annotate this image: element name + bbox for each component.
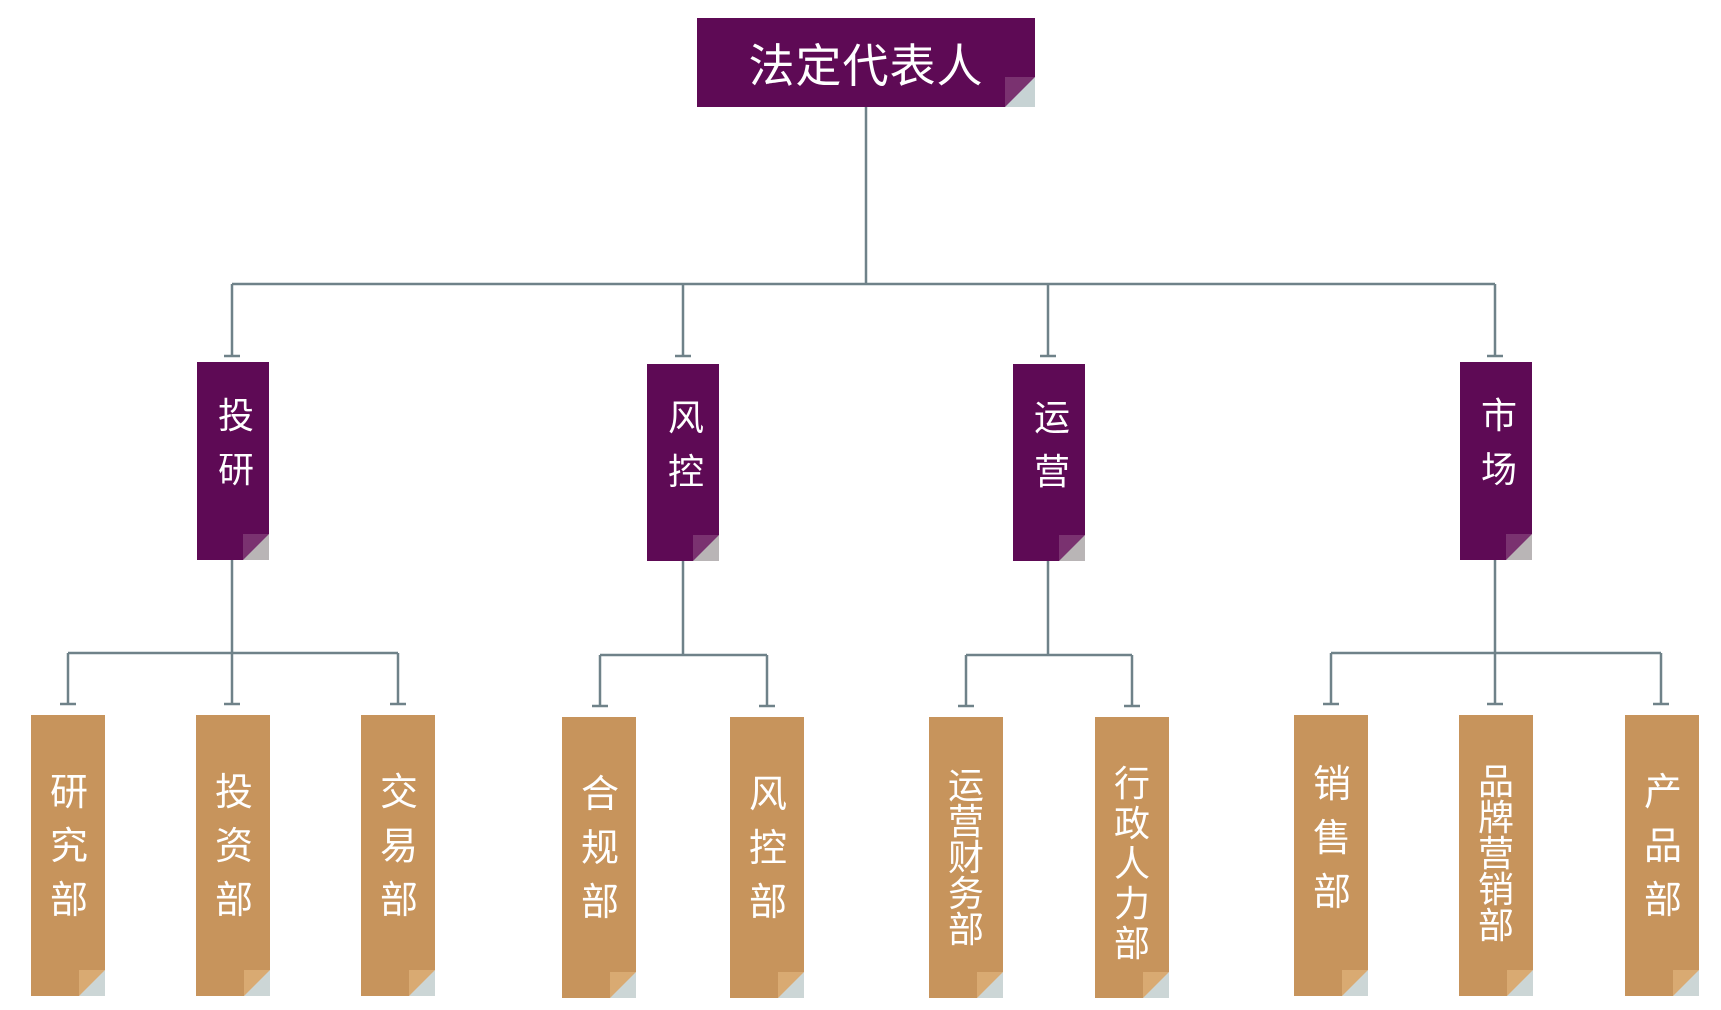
folded-corner: [243, 534, 269, 560]
folded-corner: [977, 972, 1003, 998]
folded-corner: [244, 970, 270, 996]
department-node: 运营财务部: [929, 717, 1003, 998]
department-node: 风控部: [730, 717, 804, 998]
folded-corner: [1673, 970, 1699, 996]
folded-corner: [1342, 970, 1368, 996]
department-node: 交易部: [361, 715, 435, 996]
department-label: 行政人力部: [1113, 764, 1150, 965]
department-node: 销售部: [1294, 715, 1368, 996]
division-label: 风控: [668, 398, 705, 493]
department-label: 品牌营销部: [1477, 762, 1514, 947]
department-label: 投资部: [215, 770, 254, 922]
department-label: 风控部: [749, 772, 788, 924]
department-node: 行政人力部: [1095, 717, 1169, 998]
division-node-yunying: 运营: [1013, 364, 1085, 561]
department-node: 品牌营销部: [1459, 715, 1533, 996]
department-node: 产品部: [1625, 715, 1699, 996]
department-node: 研究部: [31, 715, 105, 996]
division-node-shichang: 市场: [1460, 362, 1532, 560]
folded-corner: [1059, 535, 1085, 561]
department-node: 合规部: [562, 717, 636, 998]
division-label: 运营: [1034, 398, 1071, 493]
folded-corner: [1005, 77, 1035, 107]
department-label: 产品部: [1644, 770, 1683, 922]
folded-corner: [778, 972, 804, 998]
department-label: 运营财务部: [947, 766, 984, 951]
folded-corner: [1506, 534, 1532, 560]
folded-corner: [1507, 970, 1533, 996]
root-node: 法定代表人: [697, 18, 1035, 107]
department-label: 研究部: [50, 770, 89, 922]
division-label: 市场: [1481, 396, 1518, 491]
division-label: 投研: [218, 396, 255, 491]
folded-corner: [693, 535, 719, 561]
folded-corner: [409, 970, 435, 996]
folded-corner: [1143, 972, 1169, 998]
department-node: 投资部: [196, 715, 270, 996]
department-label: 销售部: [1313, 762, 1352, 914]
folded-corner: [79, 970, 105, 996]
division-node-fengkong: 风控: [647, 364, 719, 561]
division-node-touyan: 投研: [197, 362, 269, 560]
department-label: 交易部: [380, 770, 419, 922]
root-label: 法定代表人: [748, 38, 984, 93]
folded-corner: [610, 972, 636, 998]
department-label: 合规部: [581, 772, 620, 924]
